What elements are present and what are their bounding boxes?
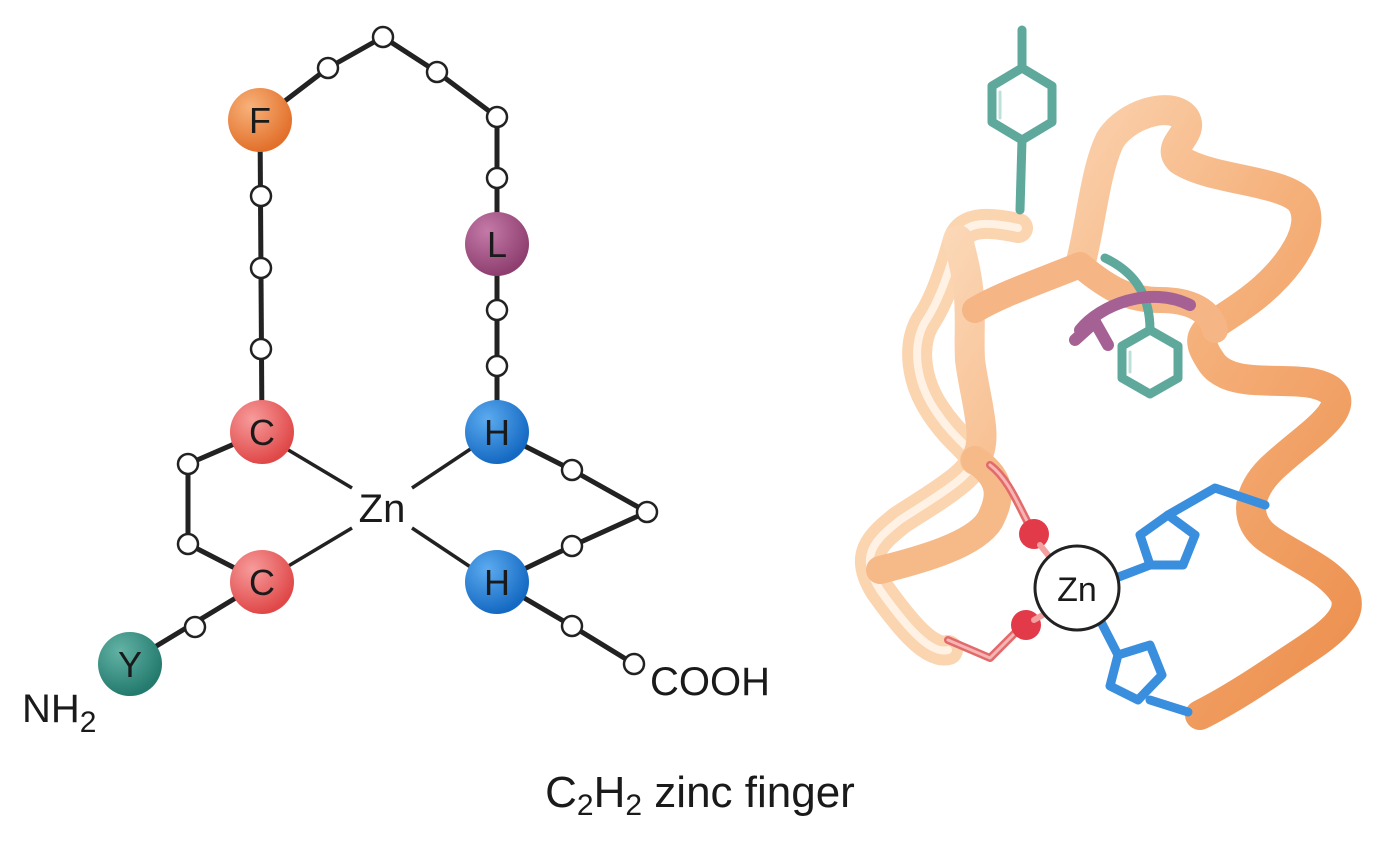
small-residues [176, 25, 659, 676]
residue-C2-label: C [249, 562, 275, 603]
residue-Y-label: Y [118, 644, 142, 685]
schematic-diagram: F L C C H H Y Zn COOH NH2 [22, 25, 770, 739]
residue-H2: H [465, 550, 529, 614]
backbone-chain-cys-loop [185, 429, 264, 585]
caption-rest: zinc finger [642, 768, 855, 817]
figure-caption: C2H2 zinc finger [0, 768, 1400, 823]
residue-L: L [465, 212, 529, 276]
backbone-chain-upper [258, 34, 500, 244]
tyr-sidechain [987, 25, 1057, 215]
phe-sidechain [1100, 253, 1183, 399]
residue-H1-label: H [484, 412, 510, 453]
residue-H2-label: H [484, 562, 510, 603]
coord-bond-h1 [411, 446, 473, 490]
residue-C1-label: C [249, 412, 275, 453]
structure-diagram: Zn [854, 25, 1362, 730]
caption-h: H [593, 768, 626, 817]
residue-Y: Y [98, 632, 162, 696]
caption-c-sub: 2 [576, 789, 594, 822]
cooh-label: COOH [650, 660, 770, 704]
residue-L-label: L [487, 224, 507, 265]
nh2-label: NH2 [22, 687, 96, 739]
coord-bond-c1 [284, 446, 353, 490]
nh2-label-main: NH [22, 687, 80, 731]
leu-sidechain [1069, 290, 1196, 351]
nh2-label-sub: 2 [80, 706, 97, 739]
caption-h-sub: 2 [625, 789, 643, 822]
zn-atom: Zn [1033, 544, 1121, 632]
caption-c: C [545, 768, 577, 817]
coord-bond-c2 [284, 526, 353, 570]
backbone-ribbon-lower [866, 446, 1012, 584]
coord-bond-h2 [411, 526, 473, 570]
residue-H1: H [465, 400, 529, 464]
residue-C1: C [230, 400, 294, 464]
residue-F: F [228, 88, 292, 152]
zn-label-structure: Zn [1057, 571, 1097, 609]
backbone-ribbon-front [943, 95, 1362, 730]
zn-label-schematic: Zn [359, 487, 406, 531]
residue-C2: C [230, 550, 294, 614]
residue-F-label: F [249, 100, 271, 141]
his-sidechains [1095, 483, 1270, 717]
